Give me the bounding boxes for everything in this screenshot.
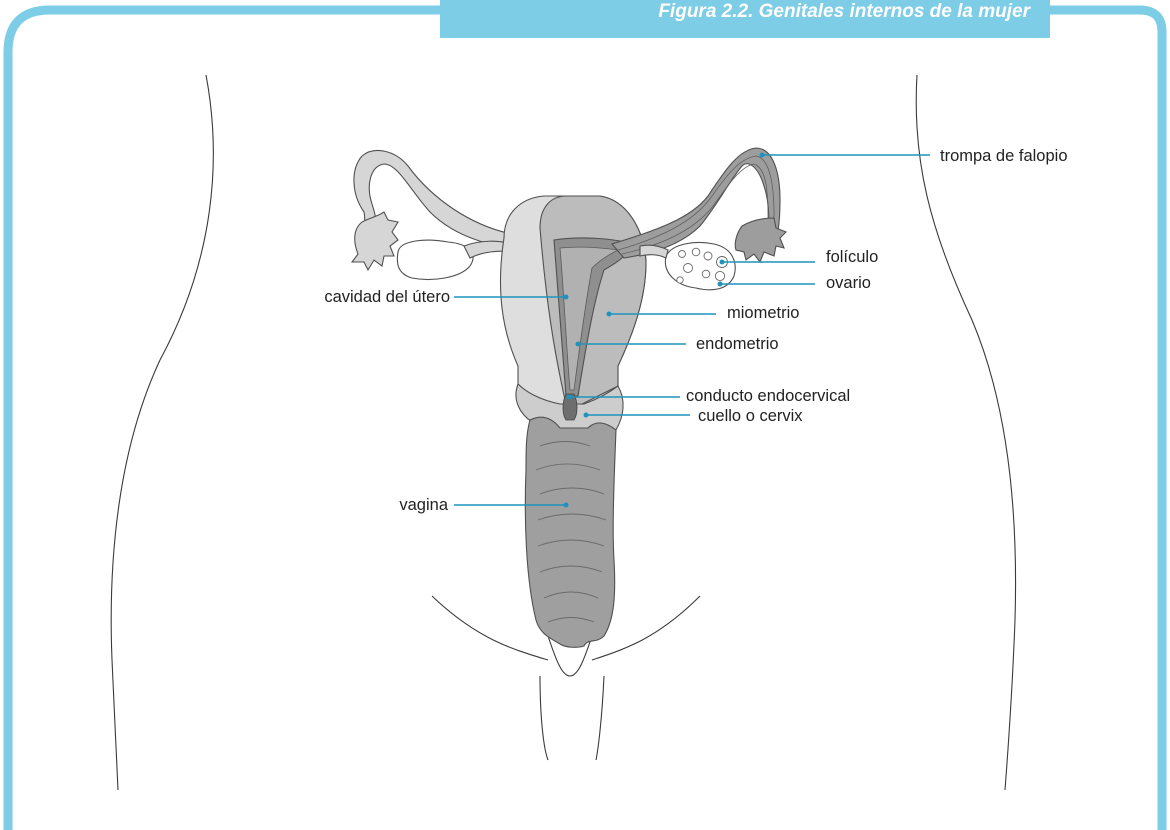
label-cavidad-del-utero: cavidad del útero bbox=[324, 288, 450, 306]
label-cuello-o-cervix: cuello o cervix bbox=[698, 407, 803, 425]
vagina bbox=[525, 417, 616, 647]
fimbriae-left bbox=[352, 212, 398, 270]
label-conducto-endocervical: conducto endocervical bbox=[686, 387, 850, 405]
label-endometrio: endometrio bbox=[696, 335, 779, 353]
label-ovario: ovario bbox=[826, 274, 871, 292]
ovary-left bbox=[397, 240, 473, 279]
body-outline-left bbox=[111, 75, 213, 790]
leg-line-right bbox=[596, 676, 604, 760]
figure-title: Figura 2.2. Genitales internos de la muj… bbox=[658, 1, 1031, 22]
label-vagina: vagina bbox=[399, 496, 448, 514]
body-outline-right bbox=[916, 75, 1015, 790]
label-miometrio: miometrio bbox=[727, 304, 799, 322]
label-foliculo: folículo bbox=[826, 248, 878, 266]
leg-line-left bbox=[540, 676, 548, 760]
label-trompa-de-falopio: trompa de falopio bbox=[940, 147, 1068, 165]
groin-line-left bbox=[432, 596, 548, 660]
